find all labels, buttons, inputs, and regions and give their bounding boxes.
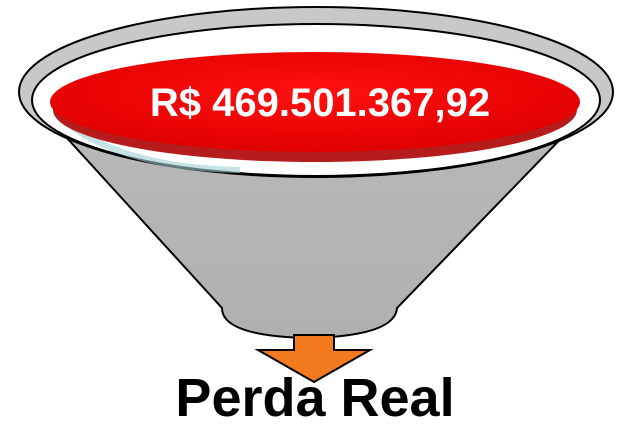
loss-amount: R$ 469.501.367,92 [150,81,490,125]
arrow-down-icon [254,334,374,384]
caption-perda-real: Perda Real [175,368,454,425]
liquid-surface [50,52,580,152]
